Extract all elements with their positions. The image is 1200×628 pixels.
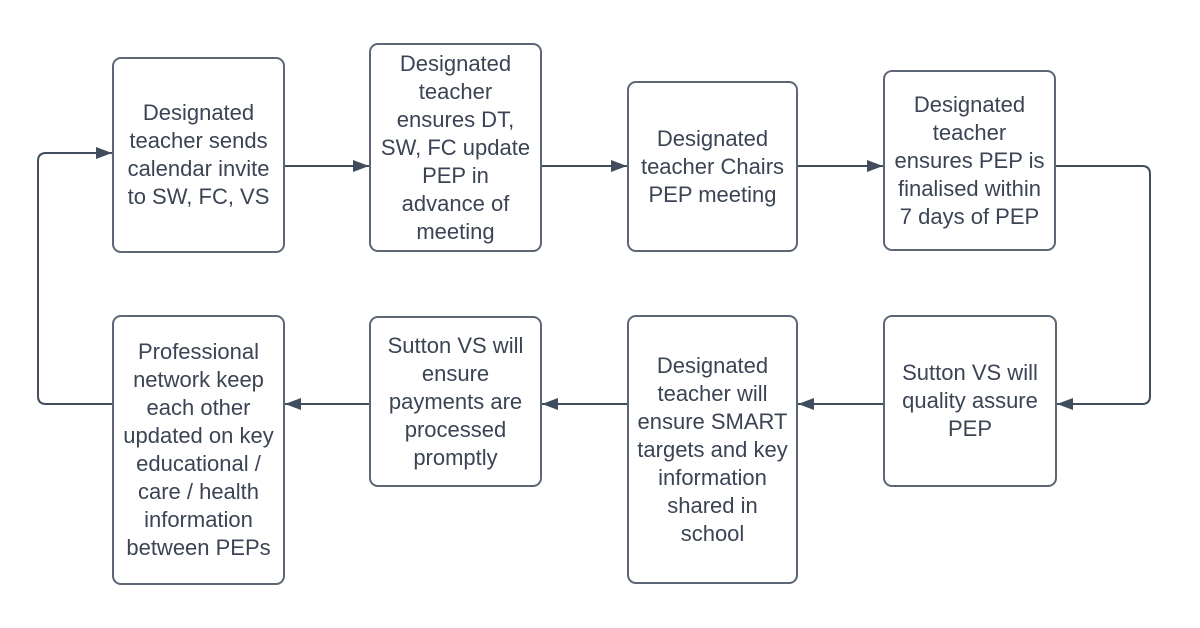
flow-node-update-pep-in-advance: Designated teacher ensures DT, SW, FC up… bbox=[369, 43, 542, 252]
flow-node-calendar-invite: Designated teacher sends calendar invite… bbox=[112, 57, 285, 253]
flow-node-professional-network-updates: Professional network keep each other upd… bbox=[112, 315, 285, 585]
flow-node-payments-processed: Sutton VS will ensure payments are proce… bbox=[369, 316, 542, 487]
flow-node-pep-finalised-7-days: Designated teacher ensures PEP is finali… bbox=[883, 70, 1056, 251]
edge-8-1 bbox=[37, 147, 112, 405]
flow-node-quality-assure-pep: Sutton VS will quality assure PEP bbox=[883, 315, 1057, 487]
edge-4-5 bbox=[1056, 165, 1151, 410]
flow-node-chairs-pep-meeting: Designated teacher Chairs PEP meeting bbox=[627, 81, 798, 252]
flow-node-smart-targets-shared: Designated teacher will ensure SMART tar… bbox=[627, 315, 798, 584]
